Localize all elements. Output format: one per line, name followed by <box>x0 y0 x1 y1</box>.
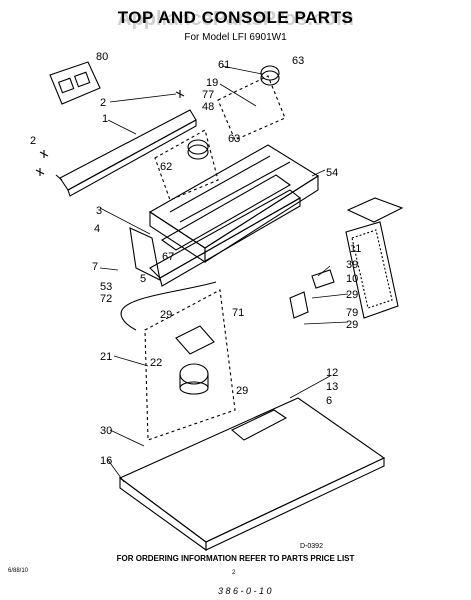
part-61-knob <box>260 65 280 86</box>
callout-77: 77 <box>202 89 214 101</box>
watermark: AppliancePartsPros.com <box>117 8 354 30</box>
callout-16: 16 <box>100 455 112 467</box>
callout-39: 39 <box>346 259 358 271</box>
part-4-end-cap <box>129 227 161 281</box>
part-80-console-plate <box>49 61 101 105</box>
callout-80: 80 <box>96 51 108 63</box>
callout-13: 13 <box>326 381 338 393</box>
callout-11: 11 <box>350 243 361 255</box>
part-11-lint-screen <box>345 197 404 319</box>
callout-53: 53 <box>100 281 112 293</box>
callout-71: 71 <box>232 307 244 319</box>
callout-4: 4 <box>94 223 100 235</box>
callout-29d: 29 <box>236 385 248 397</box>
leader-lines <box>99 65 349 483</box>
callout-54: 54 <box>326 167 338 179</box>
part-1-rear-panel <box>55 109 197 197</box>
callout-48: 48 <box>202 101 214 113</box>
part-2-screws <box>35 90 185 176</box>
callout-12: 12 <box>326 367 338 379</box>
part-79-switch <box>289 291 309 319</box>
callout-63: 63 <box>292 55 304 67</box>
callout-21: 21 <box>100 351 112 363</box>
part-62-knob <box>187 139 209 160</box>
callout-72: 72 <box>100 293 112 305</box>
page-number: 2 <box>232 570 236 576</box>
callout-7: 7 <box>92 261 98 273</box>
callout-63b: 63 <box>228 133 240 145</box>
callout-29c: 29 <box>346 319 358 331</box>
callout-1: 1 <box>102 113 108 125</box>
knob-dashed-box <box>144 75 286 441</box>
ordering-info-footer: FOR ORDERING INFORMATION REFER TO PARTS … <box>116 554 355 563</box>
part-54-console <box>148 144 320 264</box>
callout-22: 22 <box>150 357 162 369</box>
callout-19: 19 <box>206 77 218 89</box>
callout-29b: 29 <box>346 289 358 301</box>
callout-67: 67 <box>162 251 174 263</box>
page-title: TOP AND CONSOLE PARTS <box>117 8 354 27</box>
part-72-wire <box>120 281 217 331</box>
diagram-code: D-0392 <box>300 543 323 550</box>
callout-30: 30 <box>100 425 112 437</box>
callout-5: 5 <box>140 273 146 285</box>
callout-2: 2 <box>100 97 106 109</box>
part-16-top-panel <box>118 397 386 552</box>
part-53-base-strip <box>149 189 301 287</box>
handwritten-note: 3 8 6 - 0 - 1 0 <box>218 586 272 596</box>
callout-10: 10 <box>346 273 358 285</box>
part-22-timer-motor <box>175 325 215 395</box>
callout-62: 62 <box>160 161 172 173</box>
date-code: 6/88/10 <box>8 568 29 574</box>
callout-79: 79 <box>346 307 358 319</box>
callout-labels: 80 2 1 2 61 19 77 48 63 63 62 54 3 4 7 5… <box>30 51 361 467</box>
callout-2b: 2 <box>30 135 36 147</box>
model-subtitle: For Model LFI 6901W1 <box>184 32 287 43</box>
part-39-switch <box>311 269 335 289</box>
callout-6: 6 <box>326 395 332 407</box>
callout-61: 61 <box>218 59 230 71</box>
callout-3: 3 <box>96 205 102 217</box>
callout-29: 29 <box>160 309 172 321</box>
